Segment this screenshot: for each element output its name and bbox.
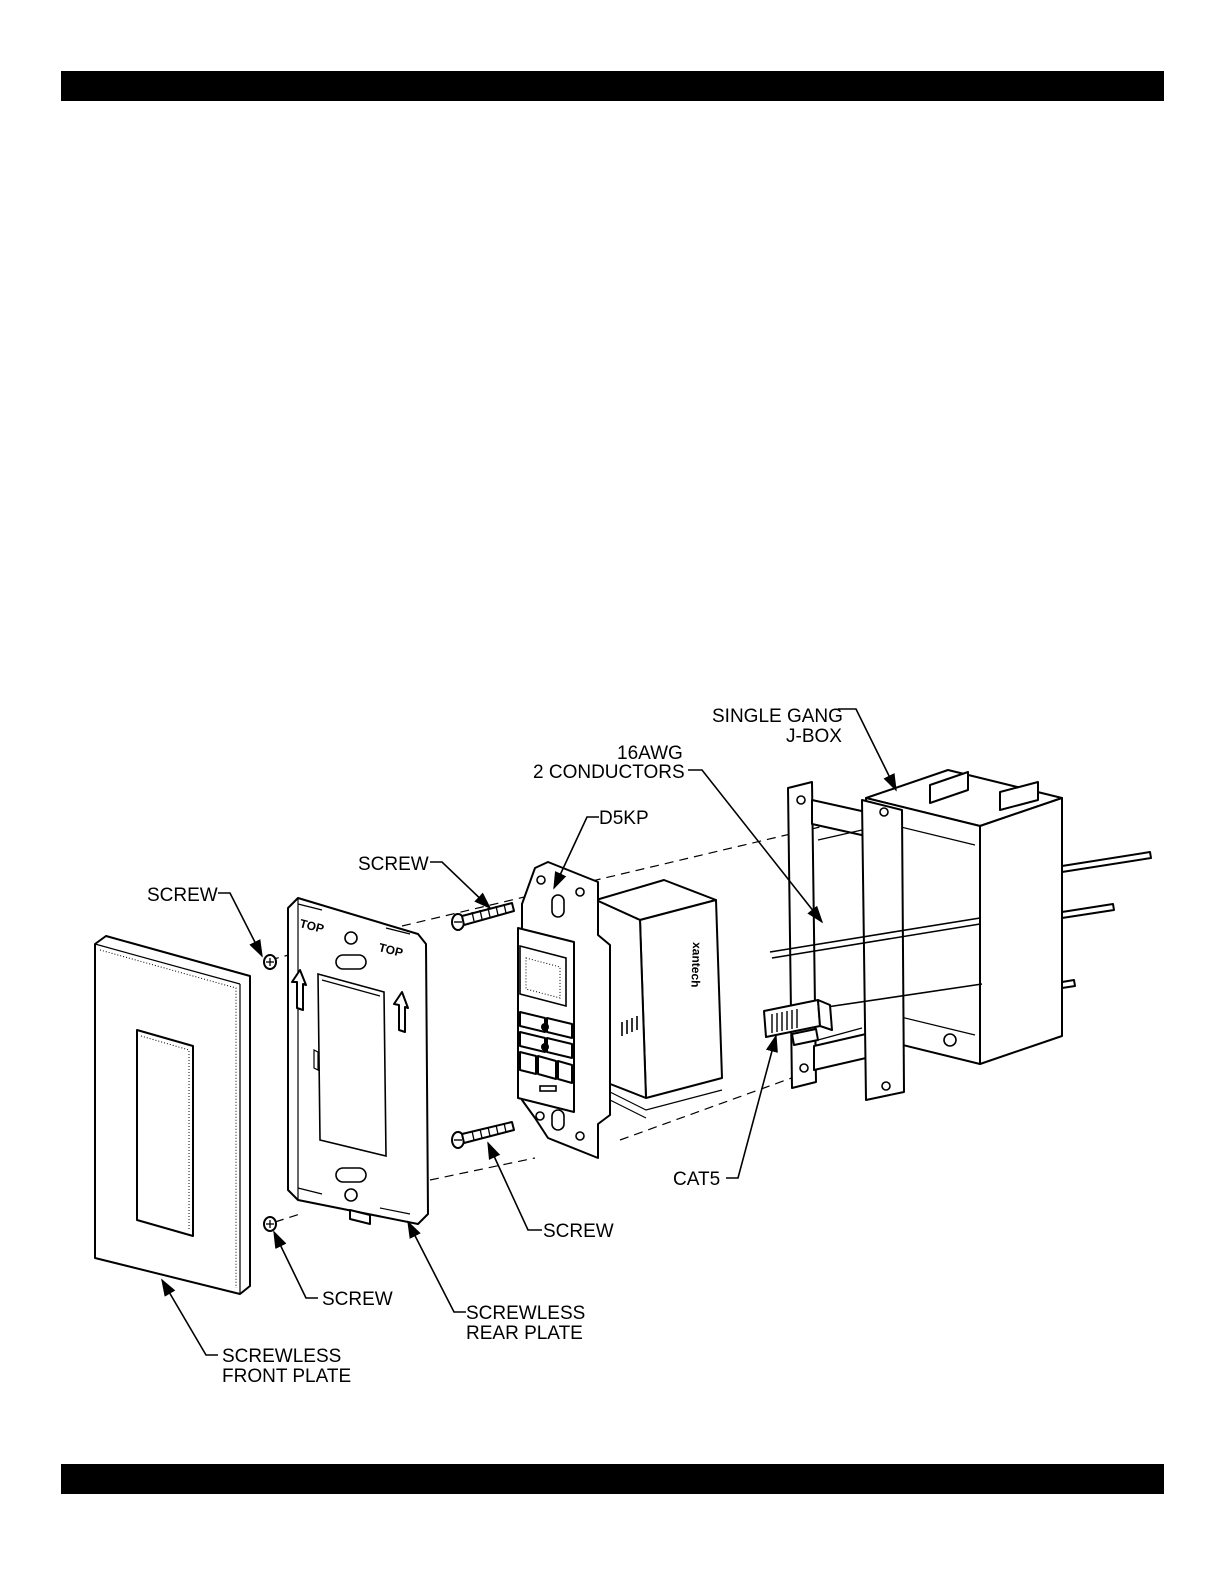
screwless-front-plate xyxy=(95,936,250,1294)
label-single-gang: SINGLE GANG xyxy=(712,706,843,727)
small-screw-bottom xyxy=(264,1217,276,1231)
label-screw-top-left: SCREW xyxy=(147,885,218,906)
cat5-connector xyxy=(764,1000,832,1045)
label-screw-top-middle: SCREW xyxy=(358,854,429,875)
label-screw-bottom-right: SCREW xyxy=(543,1221,614,1242)
label-cat5: CAT5 xyxy=(673,1169,720,1190)
small-screw-top xyxy=(264,955,276,969)
long-screw-bottom xyxy=(452,1122,514,1148)
screwless-rear-plate: TOP TOP xyxy=(288,898,428,1224)
label-screwless-rear-2: REAR PLATE xyxy=(466,1323,583,1344)
label-screwless-front-2: FRONT PLATE xyxy=(222,1366,351,1387)
keypad-buttons xyxy=(520,1012,572,1083)
label-16awg: 16AWG xyxy=(617,743,683,764)
label-2-conductors: 2 CONDUCTORS xyxy=(533,762,685,783)
label-screw-bottom-left: SCREW xyxy=(322,1289,393,1310)
j-box-flange xyxy=(788,782,904,1100)
single-gang-j-box xyxy=(866,770,1151,1064)
label-d5kp: D5KP xyxy=(599,808,649,829)
label-j-box: J-BOX xyxy=(786,726,842,747)
label-screwless-rear-1: SCREWLESS xyxy=(466,1303,585,1324)
brand-label: xantech xyxy=(688,942,704,988)
label-screwless-front-1: SCREWLESS xyxy=(222,1346,341,1367)
